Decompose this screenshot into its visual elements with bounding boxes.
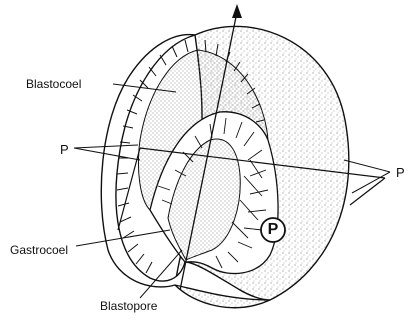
label-blastopore: Blastopore (100, 300, 157, 312)
axis-arrowhead (232, 4, 242, 18)
label-p-circle: P (263, 222, 283, 238)
label-p-left: P (60, 143, 69, 156)
label-blastocoel: Blastocoel (26, 78, 81, 90)
label-gastrocoel: Gastrocoel (10, 244, 68, 256)
label-p-right: P (396, 166, 405, 179)
